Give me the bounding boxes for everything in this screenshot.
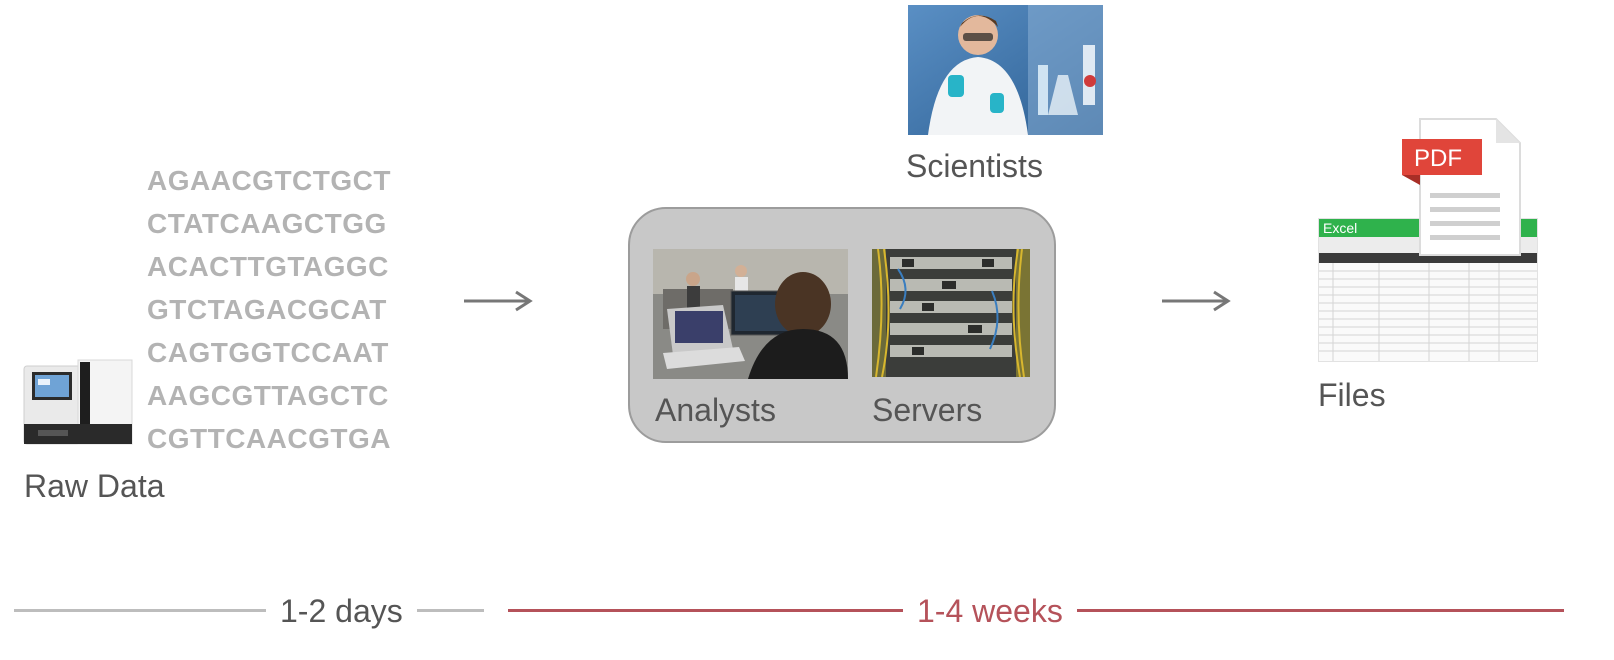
scientist-photo <box>908 5 1103 135</box>
scientists-label: Scientists <box>906 148 1043 184</box>
sequence-line: CTATCAAGCTGG <box>147 208 387 239</box>
sequence-list: AGAACGTCTGCT CTATCAAGCTGG ACACTTGTAGGC G… <box>147 159 391 460</box>
sequence-line: AAGCGTTAGCTC <box>147 380 389 411</box>
pdf-document-icon: PDF <box>1400 117 1522 257</box>
timeline-long-label: 1-4 weeks <box>903 593 1077 630</box>
raw-data-label: Raw Data <box>24 468 165 504</box>
timeline-short-line <box>14 609 484 612</box>
arrow-right-icon <box>462 286 534 316</box>
servers-photo <box>872 249 1030 377</box>
analysts-photo <box>653 249 848 379</box>
sequencer-machine-icon <box>18 352 140 452</box>
files-label: Files <box>1318 377 1386 413</box>
sequence-line: ACACTTGTAGGC <box>147 251 389 282</box>
timeline-short-label: 1-2 days <box>266 593 417 630</box>
arrow-right-icon <box>1160 286 1232 316</box>
sequence-line: CGTTCAACGTGA <box>147 423 391 454</box>
servers-label: Servers <box>872 392 983 428</box>
sequence-line: CAGTGGTCCAAT <box>147 337 389 368</box>
excel-label: Excel <box>1323 220 1358 236</box>
pdf-label: PDF <box>1414 145 1462 172</box>
sequence-line: GTCTAGACGCAT <box>147 294 387 325</box>
analysts-label: Analysts <box>655 392 776 428</box>
sequence-line: AGAACGTCTGCT <box>147 165 391 196</box>
